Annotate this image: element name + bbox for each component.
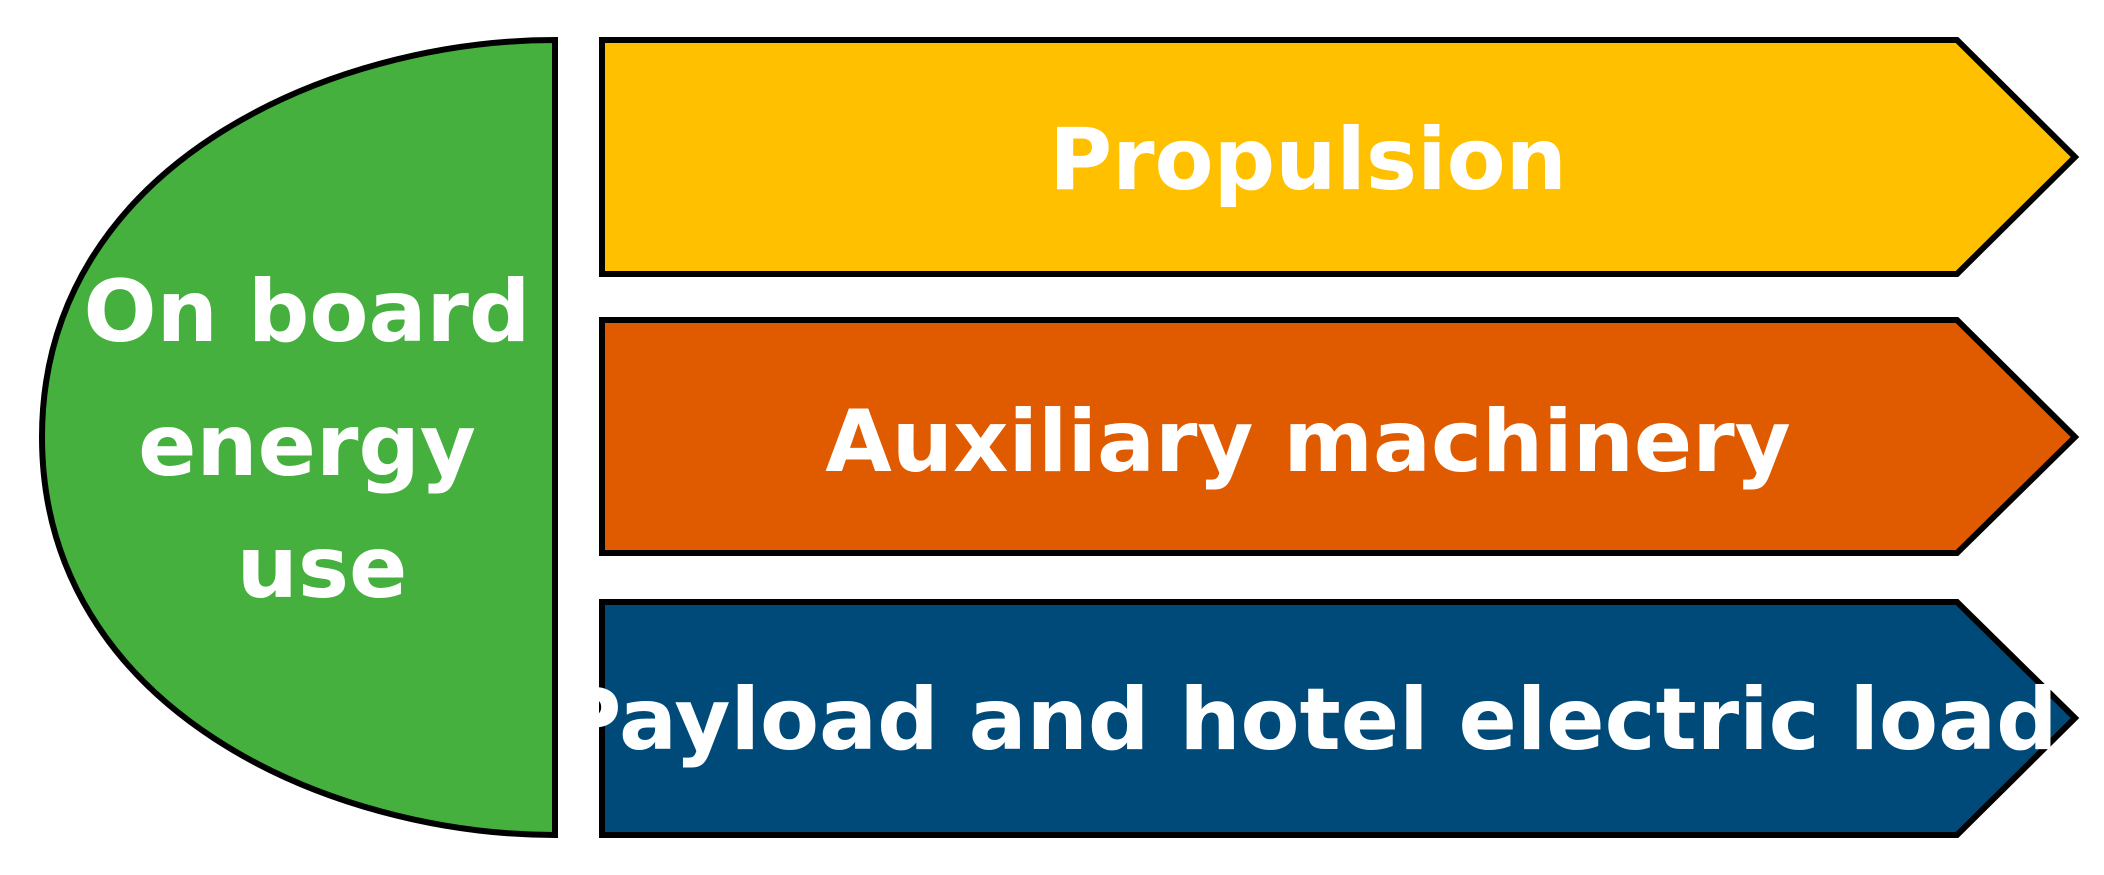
target-arrow-payload-hotel-load: Payload and hotel electric load — [558, 599, 2080, 838]
source-label-line-2: energy — [138, 396, 476, 496]
source-label: On board energy use — [84, 262, 561, 618]
propulsion-arrow-shape — [599, 37, 2080, 277]
auxiliary-machinery-label: Auxiliary machinery — [825, 392, 1790, 492]
source-node: On board energy use — [38, 36, 561, 839]
target-arrow-auxiliary-machinery: Auxiliary machinery — [599, 317, 2080, 556]
auxiliary-machinery-arrow-shape — [599, 317, 2080, 556]
target-arrow-propulsion: Propulsion — [599, 37, 2080, 277]
source-label-line-3: use — [237, 518, 408, 618]
payload-hotel-load-label: Payload and hotel electric load — [558, 670, 2057, 770]
payload-hotel-load-arrow-shape — [599, 599, 2080, 838]
source-label-line-1: On board — [84, 262, 531, 362]
source-half-disc — [38, 36, 558, 839]
propulsion-label: Propulsion — [1049, 110, 1567, 210]
